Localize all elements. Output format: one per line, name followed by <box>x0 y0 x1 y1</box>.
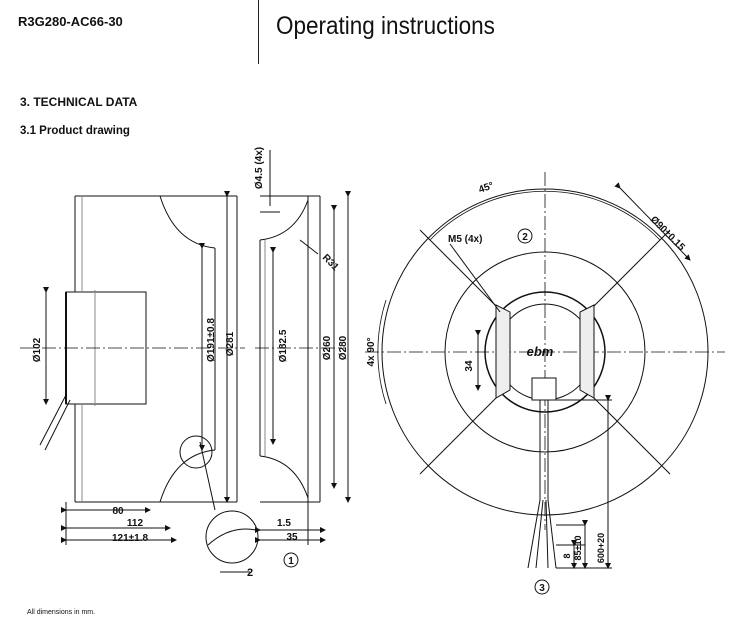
dim-112: 112 <box>127 518 144 529</box>
dim-d182: Ø182.5 <box>278 329 289 362</box>
marker-1: 1 <box>288 556 294 567</box>
dim-d102: Ø102 <box>32 337 43 362</box>
section-view <box>255 150 351 568</box>
dim-r31: R31 <box>320 252 341 273</box>
dim-80: 80 <box>112 506 124 517</box>
dim-d260: Ø260 <box>322 335 333 360</box>
dim-85: 85±10 <box>573 536 583 561</box>
dim-121: 121±1.8 <box>112 533 149 544</box>
section-subheading: 3.1 Product drawing <box>20 125 130 137</box>
dim-35: 35 <box>286 532 298 543</box>
dim-d281: Ø281 <box>225 331 236 356</box>
detail-dim-2: 2 <box>247 567 253 579</box>
marker-3: 3 <box>539 583 545 594</box>
front-view <box>365 172 725 595</box>
marker-2: 2 <box>522 232 528 243</box>
dim-hole: Ø4.5 (4x) <box>254 147 265 189</box>
model-number: R3G280-AC66-30 <box>18 14 123 29</box>
dim-1-5: 1.5 <box>277 518 291 529</box>
footnote: All dimensions in mm. <box>27 609 96 616</box>
dim-34: 34 <box>464 360 475 372</box>
side-view <box>20 191 259 573</box>
dim-d280: Ø280 <box>338 335 349 360</box>
dim-4x90: 4x 90° <box>366 337 377 366</box>
dim-m5: M5 (4x) <box>448 234 482 245</box>
header-divider <box>258 0 259 64</box>
dim-8: 8 <box>562 553 572 558</box>
section-heading: 3. TECHNICAL DATA <box>20 95 138 109</box>
dim-600: 600+20 <box>596 533 606 563</box>
ebm-logo: ebm <box>527 344 554 359</box>
dim-d191: Ø191±0.8 <box>206 318 217 362</box>
dim-45: 45° <box>477 180 495 196</box>
page-title: Operating instructions <box>276 12 495 40</box>
